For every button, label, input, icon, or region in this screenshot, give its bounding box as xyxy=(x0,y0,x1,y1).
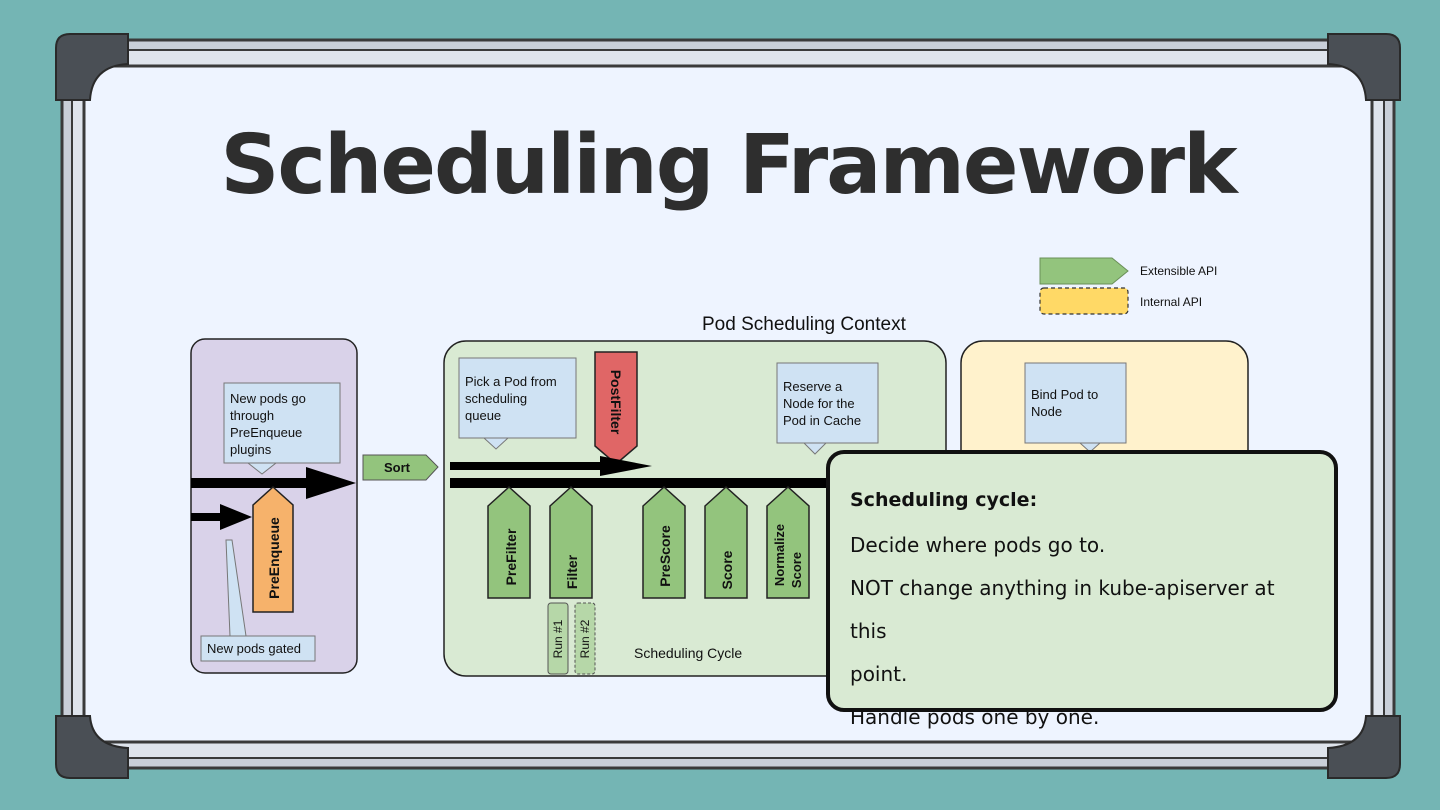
legend: Extensible API Internal API xyxy=(1039,257,1217,315)
svg-text:Score: Score xyxy=(789,552,804,588)
callout-line-2: NOT change anything in kube-apiserver at… xyxy=(850,576,1275,643)
svg-text:Score: Score xyxy=(719,550,735,589)
preenqueue-region: New pods go through PreEnqueue plugins P… xyxy=(190,338,358,674)
sort-plugin-label: Sort xyxy=(384,460,411,475)
plugin-filter: Filter xyxy=(549,485,593,599)
plugin-prescore: PreScore xyxy=(642,485,686,599)
scheduling-cycle-label: Scheduling Cycle xyxy=(634,645,742,661)
plugin-score: Score xyxy=(704,485,748,599)
postfilter-plugin-label: PostFilter xyxy=(608,370,624,435)
preenqueue-plugin xyxy=(252,485,294,613)
legend-extensible-swatch xyxy=(1039,257,1129,285)
note-bind-pod-text: Bind Pod to Node xyxy=(1031,387,1102,419)
plugin-prefilter: PreFilter xyxy=(487,485,531,599)
filter-run-2 xyxy=(574,602,596,675)
filter-run-1 xyxy=(547,602,569,675)
callout-line-4: Handle pods one by one. xyxy=(850,705,1100,729)
legend-internal-label: Internal API xyxy=(1140,295,1202,309)
preenqueue-plugin-label: PreEnqueue xyxy=(266,517,282,599)
svg-text:Filter: Filter xyxy=(564,554,580,589)
sort-plugin xyxy=(362,454,439,481)
slide-title: Scheduling Framework xyxy=(220,118,1237,213)
postfilter-plugin xyxy=(594,351,638,465)
note-bind-pod xyxy=(1024,362,1127,444)
svg-text:Normalize: Normalize xyxy=(772,524,787,586)
note-reserve-node xyxy=(776,362,879,444)
note-new-pods-gated xyxy=(200,635,316,662)
pod-scheduling-context-label: Pod Scheduling Context xyxy=(702,314,907,335)
legend-extensible-label: Extensible API xyxy=(1140,264,1217,278)
binding-cycle-region: Bind Pod to Node xyxy=(960,340,1249,482)
scheduling-cycle-callout: Scheduling cycle: Decide where pods go t… xyxy=(826,450,1338,729)
plugin-normalize-score: Normalize Score xyxy=(766,485,810,599)
callout-heading: Scheduling cycle: xyxy=(850,489,1038,511)
note-pick-pod xyxy=(458,357,577,439)
note-new-pods-text: New pods go through PreEnqueue plugins xyxy=(230,391,310,457)
svg-text:PreScore: PreScore xyxy=(657,525,673,587)
svg-text:Run #1: Run #1 xyxy=(551,619,565,658)
note-new-pods xyxy=(223,382,341,464)
callout-line-3: point. xyxy=(850,662,908,686)
svg-text:Run #2: Run #2 xyxy=(578,619,592,658)
note-new-pods-gated-text: New pods gated xyxy=(207,641,301,656)
note-reserve-node-text: Reserve a Node for the Pod in Cache xyxy=(783,379,861,428)
note-pick-pod-text: Pick a Pod from scheduling queue xyxy=(465,374,560,423)
callout-line-1: Decide where pods go to. xyxy=(850,533,1106,557)
scheduling-cycle-region: Pick a Pod from scheduling queue Reserve… xyxy=(443,340,947,677)
legend-internal-swatch xyxy=(1039,287,1129,315)
svg-text:PreFilter: PreFilter xyxy=(503,528,519,585)
